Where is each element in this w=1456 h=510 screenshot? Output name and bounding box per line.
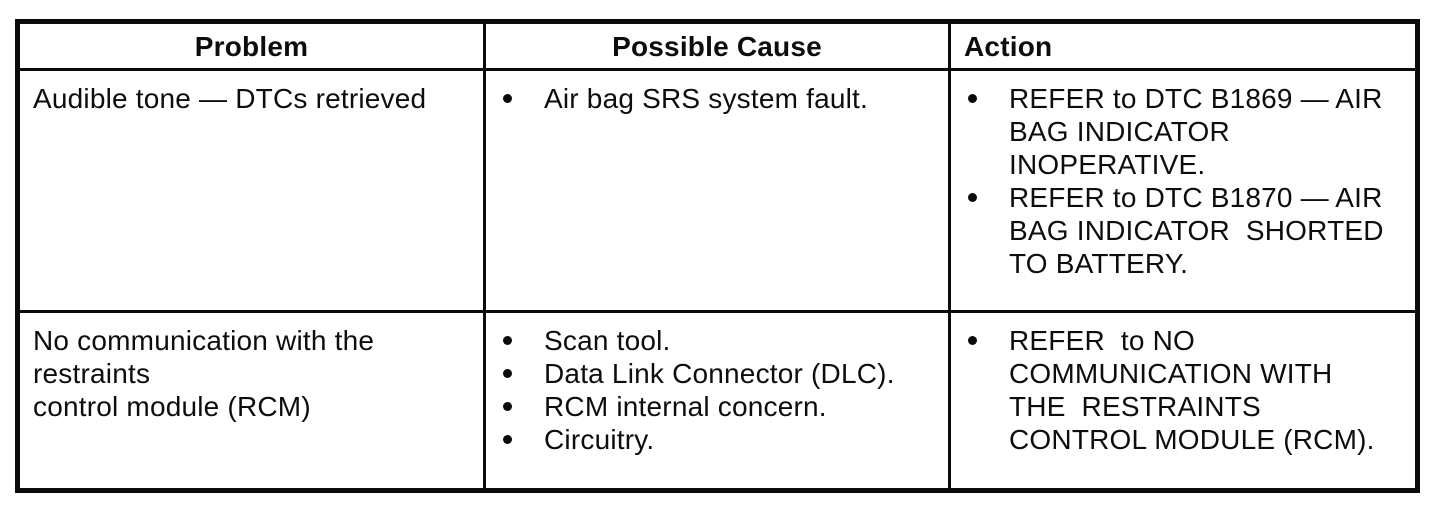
- cause-text: Air bag SRS system fault.: [544, 83, 869, 114]
- problem-text: No communication with the restraints con…: [33, 325, 375, 422]
- possible-cause-cell: Air bag SRS system fault.: [483, 68, 951, 313]
- cause-text: Circuitry.: [544, 424, 655, 455]
- action-item: REFER to DTC B1870 — AIR BAG INDICATOR S…: [963, 181, 1409, 280]
- cause-item: Scan tool.: [498, 324, 942, 357]
- bullet-icon: [498, 423, 544, 444]
- bullet-icon: [963, 324, 1009, 345]
- bullet-icon: [498, 357, 544, 378]
- table-row: No communication with the restraints con…: [16, 310, 1419, 492]
- problem-text: Audible tone — DTCs retrieved: [33, 83, 427, 114]
- bullet-icon: [498, 324, 544, 345]
- cause-item: Air bag SRS system fault.: [498, 82, 942, 115]
- column-header-action: Action: [948, 20, 1419, 71]
- cause-text: RCM internal concern.: [544, 391, 827, 422]
- table-header-row: Problem Possible Cause Action: [16, 20, 1419, 71]
- bullet-icon: [963, 181, 1009, 202]
- cause-item: Circuitry.: [498, 423, 942, 456]
- problem-cell: Audible tone — DTCs retrieved: [16, 68, 486, 313]
- cause-text: Data Link Connector (DLC).: [544, 358, 895, 389]
- bullet-icon: [498, 82, 544, 103]
- action-text: REFER to DTC B1870 — AIR BAG INDICATOR S…: [1009, 182, 1384, 279]
- action-text: REFER to DTC B1869 — AIR BAG INDICATOR I…: [1009, 83, 1383, 180]
- possible-cause-cell: Scan tool. Data Link Connector (DLC). RC…: [483, 310, 951, 492]
- table-row: Audible tone — DTCs retrieved Air bag SR…: [16, 68, 1419, 313]
- action-cell: REFER to NO COMMUNICATION WITH THE RESTR…: [948, 310, 1419, 492]
- column-header-possible-cause: Possible Cause: [483, 20, 951, 71]
- cause-item: Data Link Connector (DLC).: [498, 357, 942, 390]
- action-item: REFER to DTC B1869 — AIR BAG INDICATOR I…: [963, 82, 1409, 181]
- action-text: REFER to NO COMMUNICATION WITH THE RESTR…: [1009, 325, 1375, 455]
- cause-item: RCM internal concern.: [498, 390, 942, 423]
- action-cell: REFER to DTC B1869 — AIR BAG INDICATOR I…: [948, 68, 1419, 313]
- bullet-icon: [498, 390, 544, 411]
- diagnostic-table: Problem Possible Cause Action Audible to…: [15, 19, 1420, 493]
- action-item: REFER to NO COMMUNICATION WITH THE RESTR…: [963, 324, 1409, 456]
- column-header-problem: Problem: [16, 20, 486, 71]
- cause-text: Scan tool.: [544, 325, 671, 356]
- bullet-icon: [963, 82, 1009, 103]
- problem-cell: No communication with the restraints con…: [16, 310, 486, 492]
